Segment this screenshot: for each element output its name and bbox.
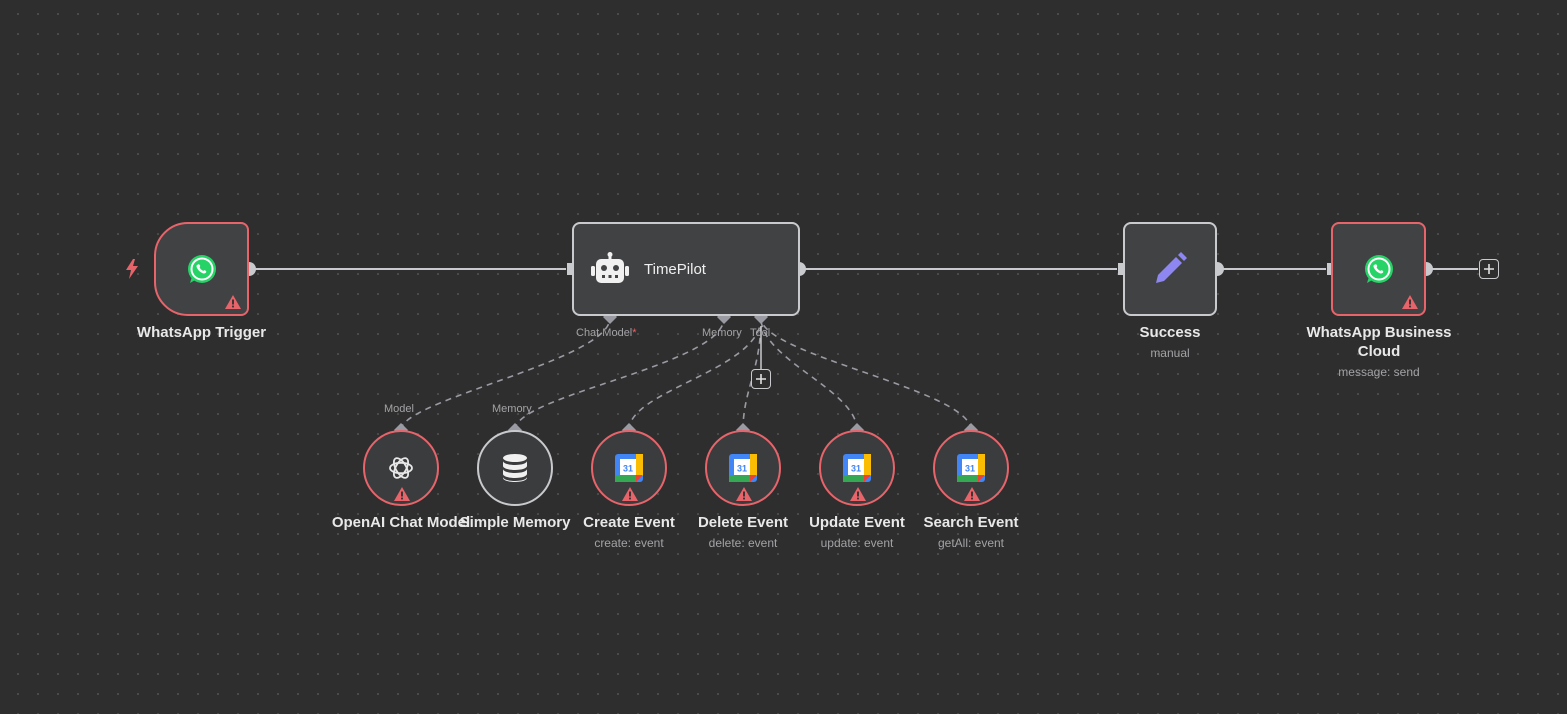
chat-model-port-text: Chat Model [576, 327, 633, 339]
warning-icon [394, 487, 410, 501]
simple-memory-node[interactable] [477, 430, 553, 506]
delete-event-label: Delete Event [697, 514, 789, 531]
whatsapp-business-node[interactable] [1331, 222, 1426, 316]
port-label-tool: Tool [750, 327, 771, 339]
whatsapp-icon [187, 255, 216, 283]
update-event-label: Update Event [809, 514, 905, 531]
search-event-node[interactable]: 31 [933, 430, 1009, 506]
agent-title: TimePilot [644, 260, 706, 278]
warning-icon [225, 295, 241, 309]
add-node-button[interactable] [1479, 259, 1499, 279]
openai-label: OpenAI Chat Model [331, 514, 471, 531]
search-event-subtitle: getAll: event [937, 536, 1005, 550]
edge-memory-to-agent [514, 317, 725, 431]
sub-port-label-memory: Memory [492, 403, 532, 415]
update-event-subtitle: update: event [820, 536, 894, 550]
edge-create-to-tool [628, 317, 762, 431]
whatsapp-trigger-node[interactable] [154, 222, 249, 316]
success-label: Success [1139, 324, 1201, 341]
edge-update-to-tool [760, 317, 858, 431]
whatsapp-input-handle [1327, 263, 1333, 275]
warning-icon [964, 487, 980, 501]
database-icon [503, 454, 527, 482]
edge-model-to-chatmodel [400, 317, 611, 431]
simple-memory-label: Simple Memory [459, 514, 571, 531]
whatsapp-business-subtitle: message: send [1338, 365, 1420, 379]
openai-chat-model-node[interactable] [363, 430, 439, 506]
calendar-day-text: 31 [965, 464, 975, 474]
success-node[interactable] [1123, 222, 1217, 316]
port-label-memory: Memory [702, 327, 742, 339]
warning-icon [736, 487, 752, 501]
delete-event-node[interactable]: 31 [705, 430, 781, 506]
calendar-day-text: 31 [851, 464, 861, 474]
port-label-chat-model: Chat Model* [576, 327, 637, 339]
calendar-day-text: 31 [737, 464, 747, 474]
sub-port-label-model: Model [384, 403, 414, 415]
google-calendar-icon: 31 [957, 454, 985, 482]
success-subtitle: manual [1150, 346, 1190, 360]
add-tool-button[interactable] [751, 369, 771, 389]
whatsapp-trigger-label: WhatsApp Trigger [136, 324, 267, 341]
warning-icon [1402, 295, 1418, 309]
plus-icon [756, 374, 766, 384]
create-event-label: Create Event [583, 514, 675, 531]
google-calendar-icon: 31 [843, 454, 871, 482]
search-event-label: Search Event [923, 514, 1019, 531]
calendar-day-text: 31 [623, 464, 633, 474]
success-input-handle [1118, 263, 1124, 275]
delete-event-subtitle: delete: event [708, 536, 778, 550]
pencil-icon [1156, 252, 1187, 283]
create-event-node[interactable]: 31 [591, 430, 667, 506]
openai-icon [389, 457, 413, 479]
whatsapp-business-label: WhatsApp Business Cloud [1306, 324, 1452, 360]
warning-icon [850, 487, 866, 501]
robot-icon [591, 252, 629, 283]
update-event-node[interactable]: 31 [819, 430, 895, 506]
trigger-bolt-icon [126, 259, 138, 279]
agent-input-handle [567, 263, 573, 275]
edge-search-to-tool [760, 317, 972, 431]
timepilot-agent-node[interactable]: TimePilot [572, 222, 800, 316]
warning-icon [622, 487, 638, 501]
required-marker: * [632, 327, 637, 339]
google-calendar-icon: 31 [615, 454, 643, 482]
whatsapp-icon [1364, 255, 1393, 283]
edge-delete-to-tool [742, 317, 762, 431]
plus-icon [1484, 264, 1494, 274]
create-event-subtitle: create: event [594, 536, 664, 550]
google-calendar-icon: 31 [729, 454, 757, 482]
